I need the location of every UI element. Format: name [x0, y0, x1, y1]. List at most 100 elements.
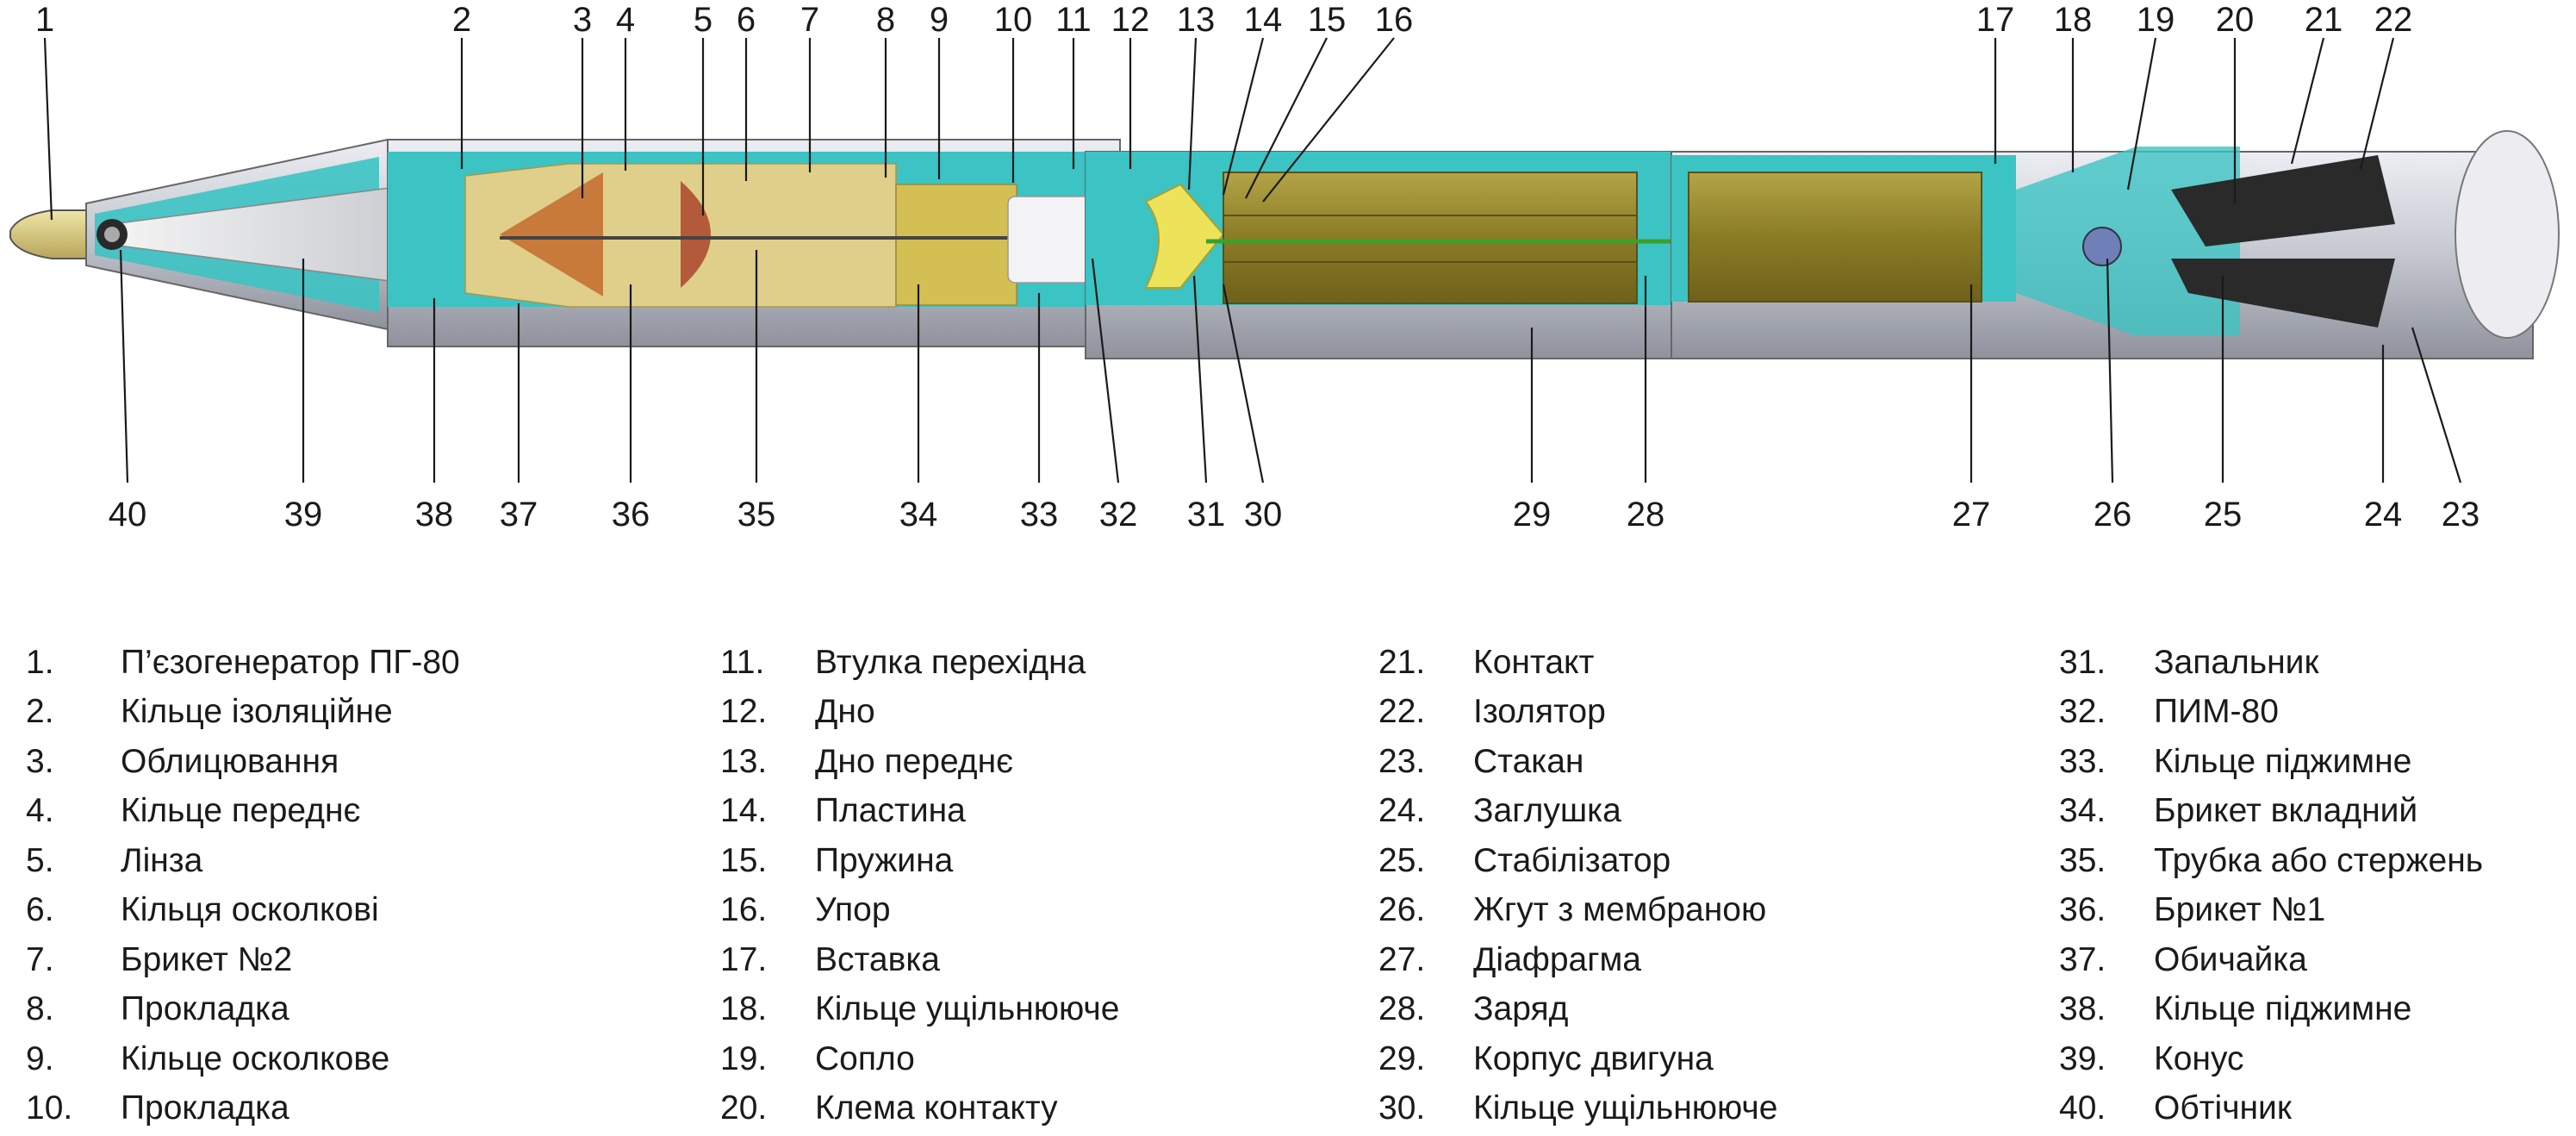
legend-item-number: 12.: [720, 693, 768, 731]
legend-item: 11.Втулка перехідна: [720, 638, 1119, 688]
callout-label-7: 7: [800, 1, 819, 39]
legend-item: 33.Кільце піджимне: [2059, 737, 2483, 787]
legend-item-label: Вставка: [815, 940, 940, 978]
legend-item: 39.Конус: [2059, 1034, 2483, 1084]
legend-item: 35.Трубка або стержень: [2059, 836, 2483, 886]
legend-item-label: Сопло: [815, 1039, 915, 1077]
legend-item-label: Дно переднє: [815, 742, 1014, 780]
callout-label-25: 25: [2204, 496, 2243, 534]
legend-item-number: 28.: [1378, 990, 1426, 1028]
legend-item: 21. Контакт: [1378, 638, 1777, 688]
callout-label-40: 40: [109, 496, 147, 534]
legend-item-number: 15.: [720, 841, 768, 879]
legend-item-label: Кільце ущільнююче: [1473, 1089, 1778, 1127]
legend-item-number: 2.: [26, 693, 54, 731]
legend-item: 14.Пластина: [720, 787, 1119, 837]
callout-label-33: 33: [1020, 496, 1059, 534]
callout-label-39: 39: [284, 496, 323, 534]
callout-label-34: 34: [899, 496, 938, 534]
legend-item-label: Дно: [815, 693, 875, 731]
legend-item: 38.Кільце піджимне: [2059, 985, 2483, 1035]
liner: [500, 172, 603, 296]
legend-item-label: Кільце піджимне: [2154, 990, 2412, 1028]
legend-item-number: 4.: [26, 792, 54, 830]
legend-item-number: 36.: [2059, 891, 2106, 929]
tail-section: [1671, 130, 2560, 359]
legend-item-number: 26.: [1378, 891, 1426, 929]
legend-item-label: Облицювання: [121, 742, 339, 780]
callout-label-18: 18: [2054, 1, 2093, 39]
legend-item-number: 23.: [1378, 742, 1426, 780]
legend-item-label: П’єзогенератор ПГ-80: [121, 643, 460, 681]
legend-item-number: 21.: [1378, 643, 1426, 681]
legend-item-number: 17.: [720, 940, 768, 978]
legend-item-label: Прокладка: [121, 990, 289, 1028]
callout-label-23: 23: [2442, 496, 2480, 534]
legend-item: 20.Клема контакту: [720, 1084, 1119, 1134]
legend-item-number: 22.: [1378, 693, 1426, 731]
legend-item: 40.Обтічник: [2059, 1084, 2483, 1134]
legend-item: 12. Дно: [720, 688, 1119, 738]
legend-item: 31.Запальник: [2059, 638, 2483, 688]
callout-label-21: 21: [2305, 1, 2343, 39]
callout-label-29: 29: [1513, 496, 1552, 534]
bottom-leader-lines: [119, 249, 2462, 484]
callout-label-16: 16: [1375, 1, 1414, 39]
legend-item-label: Жгут з мембраною: [1473, 891, 1767, 929]
callout-leader-14: [1222, 37, 1265, 196]
legend-item: 26. Жгут з мембраною: [1378, 886, 1777, 936]
legend-item-number: 10.: [26, 1089, 73, 1127]
legend-item: 37.Обичайка: [2059, 935, 2483, 985]
legend-item-number: 27.: [1378, 940, 1426, 978]
legend-item: 6.Кільця осколкові: [26, 886, 460, 936]
callout-label-2: 2: [452, 1, 471, 39]
legend-item-number: 14.: [720, 792, 768, 830]
callout-label-11: 11: [1055, 1, 1092, 39]
legend-item-label: Упор: [815, 891, 891, 929]
legend-item-number: 5.: [26, 841, 54, 879]
legend-item-number: 35.: [2059, 841, 2106, 879]
legend-item-number: 40.: [2059, 1089, 2106, 1127]
legend-item-label: Кільце осколкове: [121, 1039, 390, 1077]
legend-item: 23.Стакан: [1378, 737, 1777, 787]
callout-leader-40: [119, 249, 129, 484]
legend-item: 30.Кільце ущільнююче: [1378, 1084, 1777, 1134]
callout-label-22: 22: [2374, 1, 2413, 39]
legend-item: 2.Кільце ізоляційне: [26, 688, 460, 738]
legend-item-number: 7.: [26, 940, 54, 978]
legend-item: 24.Заглушка: [1378, 787, 1777, 837]
callout-leader-13: [1187, 37, 1198, 190]
legend-item: 32.ПИМ-80: [2059, 688, 2483, 738]
legend-item-number: 20.: [720, 1089, 768, 1127]
callout-label-6: 6: [737, 1, 756, 39]
callout-label-1: 1: [35, 1, 54, 39]
legend-item-number: 18.: [720, 990, 768, 1028]
legend-item-label: ПИМ-80: [2154, 693, 2279, 731]
legend-item-number: 31.: [2059, 643, 2106, 681]
callout-label-8: 8: [876, 1, 895, 39]
legend-item: 13. Дно переднє: [720, 737, 1119, 787]
legend-item-label: Брикет №1: [2154, 891, 2326, 929]
callout-leader-23: [2411, 327, 2462, 484]
legend-item: 16.Упор: [720, 886, 1119, 936]
legend-item-number: 13.: [720, 742, 768, 780]
callout-leader-32: [1091, 258, 1120, 484]
legend-item-label: Кільце піджимне: [2154, 742, 2412, 780]
callout-label-5: 5: [694, 1, 712, 39]
legend-item-label: Контакт: [1473, 643, 1595, 681]
callout-label-24: 24: [2364, 496, 2403, 534]
callout-leader-19: [2126, 37, 2157, 190]
callout-label-36: 36: [612, 496, 650, 534]
legend-item-number: 24.: [1378, 792, 1426, 830]
legend-item: 3.Облицювання: [26, 737, 460, 787]
callout-label-28: 28: [1627, 496, 1665, 534]
callout-label-31: 31: [1187, 496, 1226, 534]
warhead-body: [387, 139, 1121, 347]
legend-item: 25.Стабілізатор: [1378, 836, 1777, 886]
callout-leader-31: [1192, 275, 1208, 484]
legend-item: 18.Кільце ущільнююче: [720, 985, 1119, 1035]
legend-item-label: Заряд: [1473, 990, 1569, 1028]
legend-item-number: 39.: [2059, 1039, 2106, 1077]
